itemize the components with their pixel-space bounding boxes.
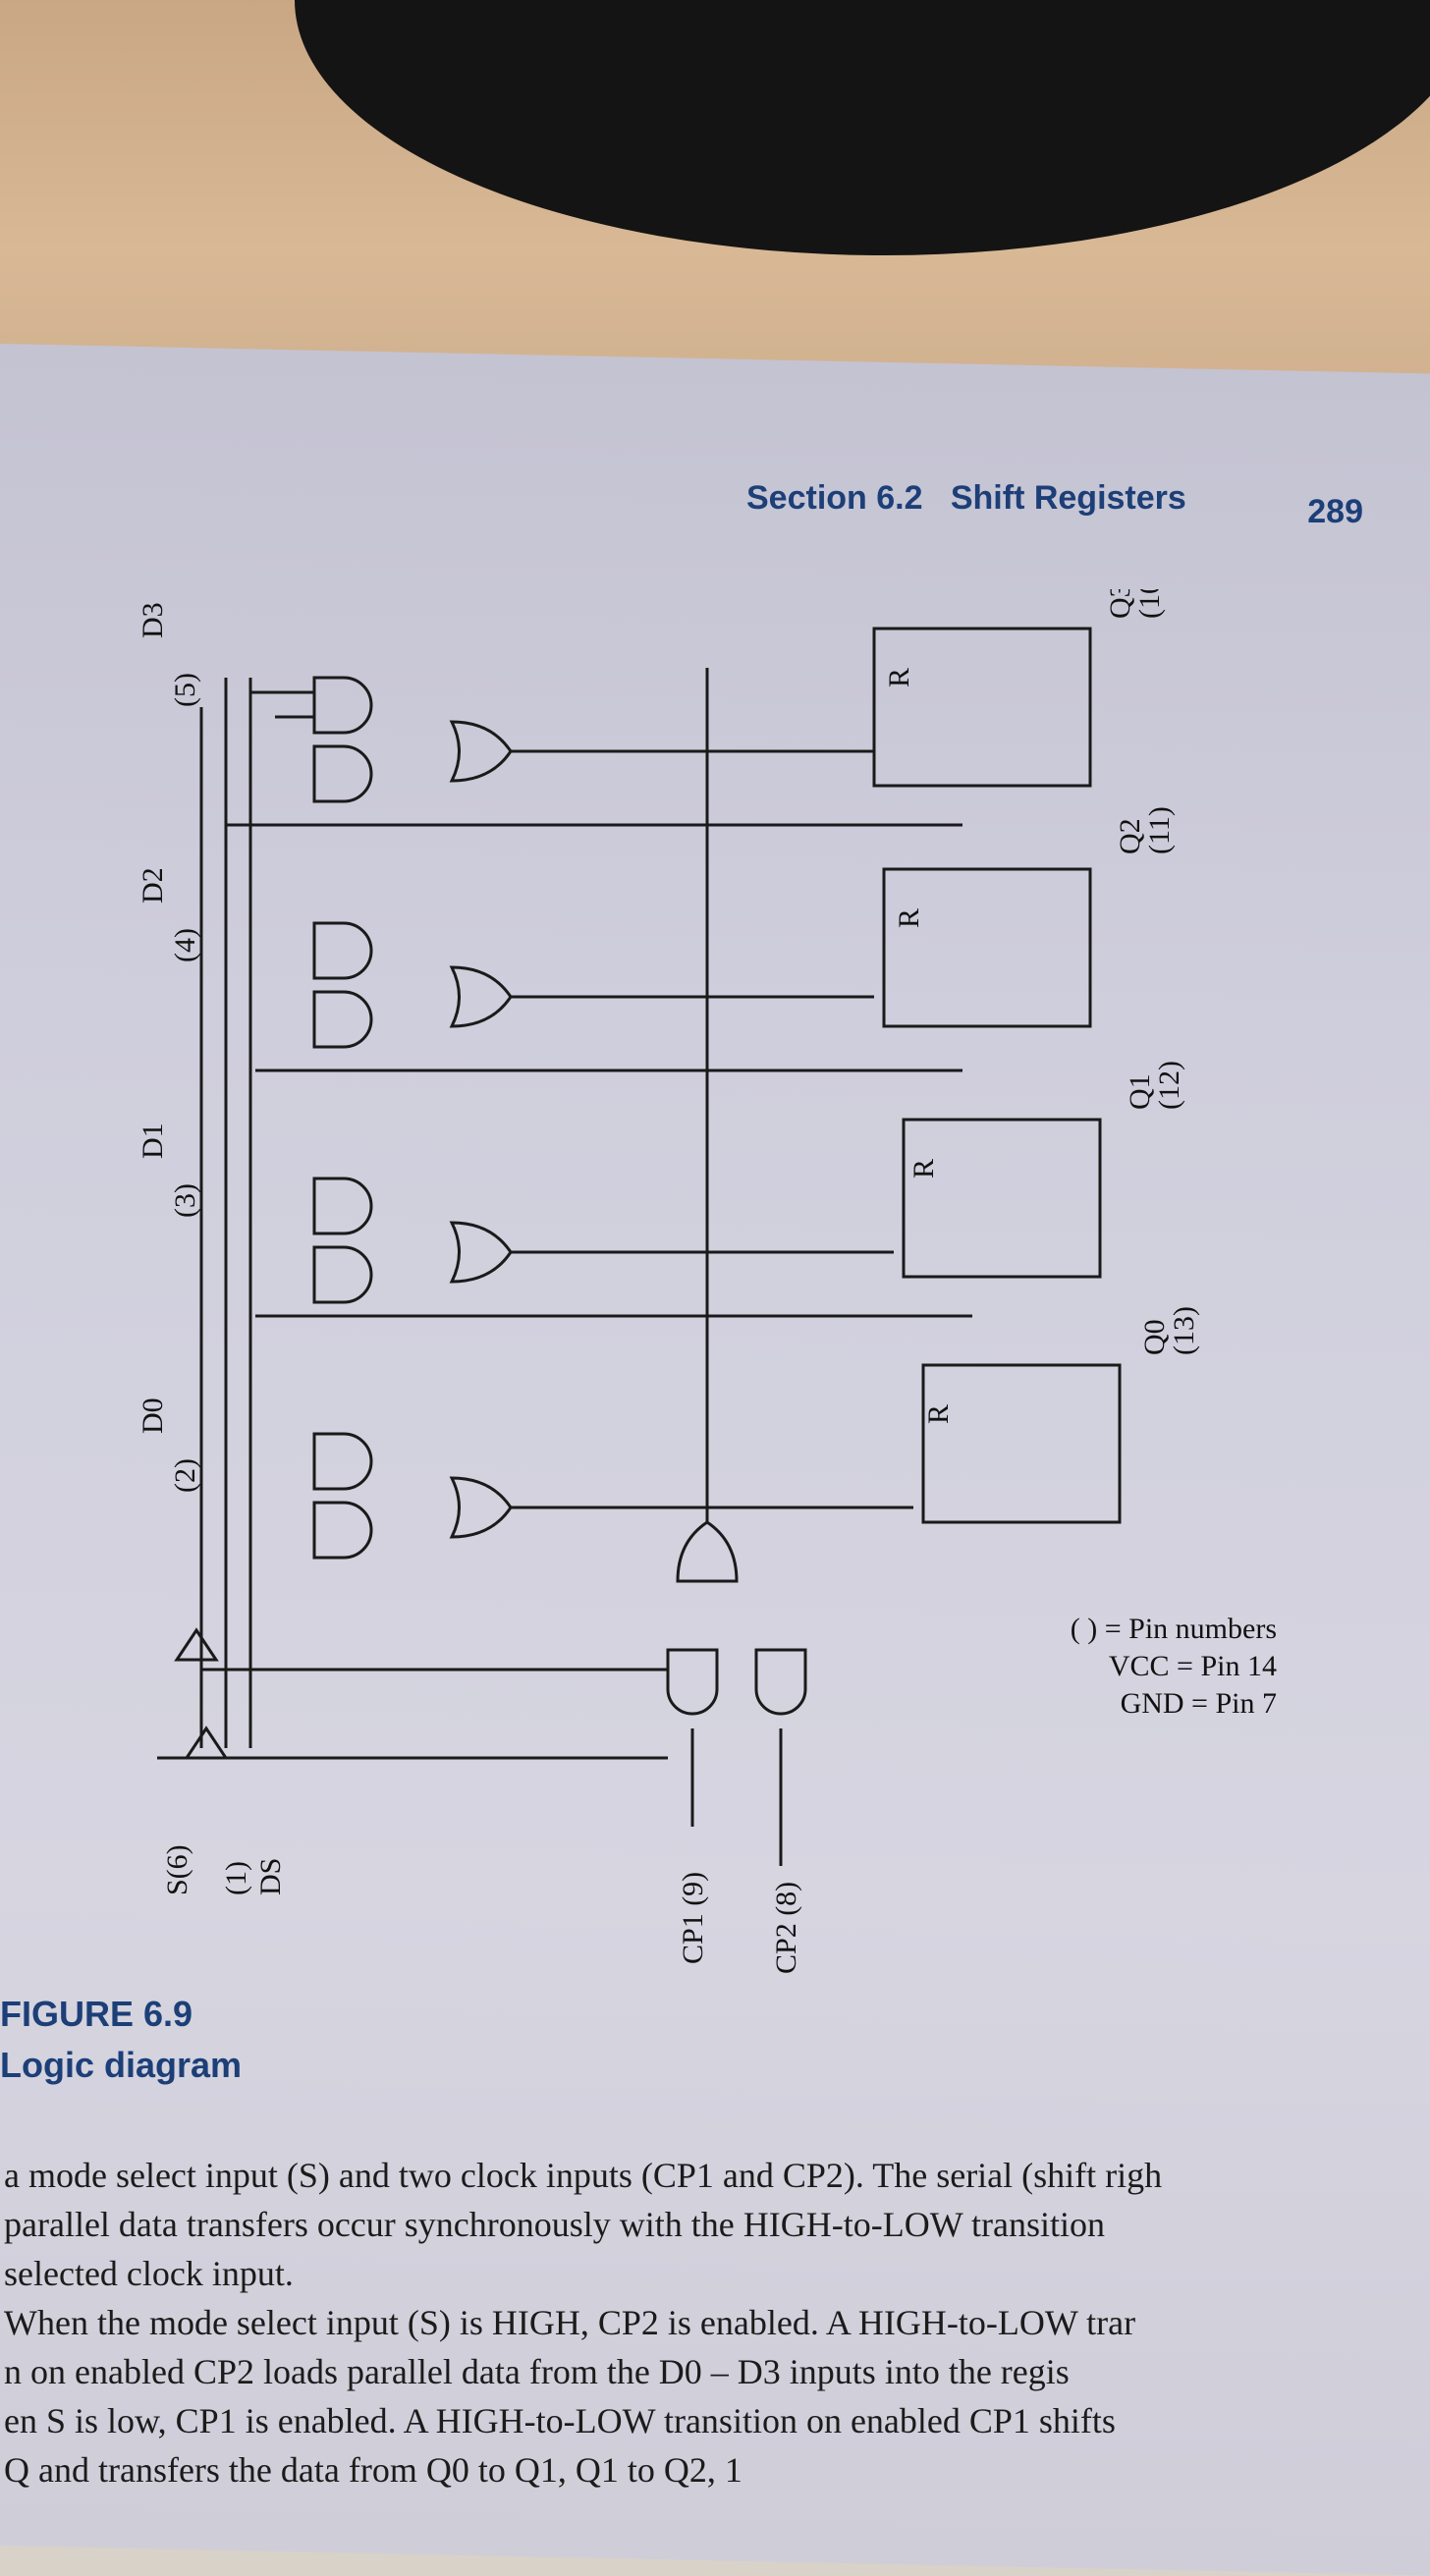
- input-d1-pin: (3): [169, 1183, 201, 1218]
- desk-background: [0, 0, 1430, 412]
- output-q3-label: Q3: [1104, 589, 1136, 619]
- input-d0-pin: (2): [169, 1458, 201, 1493]
- output-q1-label: Q1: [1124, 1073, 1156, 1110]
- output-q1-pin: (12): [1153, 1061, 1185, 1110]
- output-q3-pin: (10): [1133, 589, 1166, 619]
- input-d0-label: D0: [137, 1398, 169, 1434]
- output-q2-label: Q2: [1114, 818, 1146, 854]
- body-line: a mode select input (S) and two clock in…: [4, 2156, 1163, 2195]
- stage-1-gates: [255, 1118, 1102, 1318]
- ff2-reset: R: [893, 908, 925, 928]
- serial-input-pin: (1): [220, 1861, 252, 1895]
- body-line: n on enabled CP2 loads parallel data fro…: [4, 2352, 1070, 2391]
- section-title: Section 6.2 Shift Registers: [746, 479, 1186, 518]
- input-d3-label: D3: [137, 602, 169, 638]
- legend-vcc: VCC = Pin 14: [1108, 1650, 1277, 1682]
- stage-2-gates: [255, 867, 1092, 1072]
- clock1-label: CP1 (9): [677, 1872, 709, 1964]
- diagram-legend: ( ) = Pin numbers VCC = Pin 14 GND = Pin…: [982, 1611, 1277, 1723]
- output-q0-label: Q0: [1138, 1319, 1171, 1355]
- input-d1-label: D1: [137, 1123, 169, 1159]
- stage-3-gates: [226, 627, 1092, 827]
- mode-select-label: S(6): [161, 1844, 193, 1895]
- body-paragraph: a mode select input (S) and two clock in…: [4, 2151, 1430, 2494]
- page-number: 289: [1307, 493, 1363, 530]
- stage-0-gates: [312, 1363, 1122, 1560]
- body-line: Q and transfers the data from Q0 to Q1, …: [4, 2450, 742, 2490]
- running-header: Section 6.2 Shift Registers 289: [746, 479, 1375, 530]
- dark-object: [295, 0, 1430, 255]
- legend-gnd: GND = Pin 7: [1120, 1687, 1277, 1720]
- clock2-label: CP2 (8): [770, 1882, 802, 1974]
- legend-pins: ( ) = Pin numbers: [1070, 1613, 1277, 1645]
- body-line: parallel data transfers occur synchronou…: [4, 2205, 1106, 2244]
- ff0-reset: R: [922, 1404, 955, 1424]
- section-name: Shift Registers: [950, 479, 1186, 517]
- output-q2-pin: (11): [1143, 806, 1176, 854]
- ff1-reset: R: [908, 1159, 940, 1178]
- section-number: Section 6.2: [746, 479, 923, 517]
- logic-diagram: D3 (5) D2 (4) D1 (3) D0 (2) Q3 (10) Q2 (…: [137, 589, 1200, 1974]
- body-line: When the mode select input (S) is HIGH, …: [4, 2303, 1136, 2342]
- figure-number: FIGURE 6.9: [0, 1994, 193, 2034]
- input-d3-pin: (5): [169, 673, 201, 707]
- figure-caption: FIGURE 6.9 Logic diagram: [0, 1994, 242, 2086]
- input-d2-pin: (4): [169, 928, 201, 962]
- body-line: selected clock input.: [4, 2254, 294, 2293]
- serial-input-label: DS: [254, 1858, 287, 1895]
- figure-title: Logic diagram: [0, 2045, 243, 2085]
- ff3-reset: R: [883, 668, 915, 687]
- input-d2-label: D2: [137, 867, 169, 904]
- output-q0-pin: (13): [1168, 1306, 1200, 1355]
- body-line: en S is low, CP1 is enabled. A HIGH-to-L…: [4, 2401, 1116, 2440]
